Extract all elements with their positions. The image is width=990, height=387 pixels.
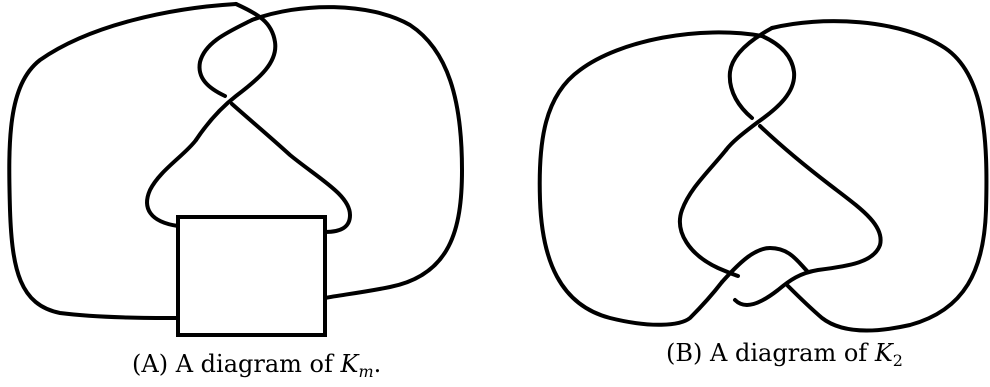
knot-diagram-a xyxy=(7,2,464,337)
knot-a-lower-strand-1 xyxy=(230,102,352,234)
caption-a-subscript: m xyxy=(358,362,374,381)
knot-a-left-arc xyxy=(7,2,238,320)
knot-b-left-arc xyxy=(537,30,764,327)
caption-a-trailing: . xyxy=(373,350,382,378)
knot-a-clasp-strand-1 xyxy=(194,2,278,142)
twist-region-box xyxy=(176,215,327,337)
caption-a-knot-symbol: K xyxy=(340,350,359,378)
knot-b-bottom-arc xyxy=(720,246,810,284)
caption-panel-a: (A) A diagram of Km. xyxy=(132,350,382,381)
knot-a-lower-strand-2 xyxy=(145,138,198,228)
knot-a-right-arc xyxy=(250,5,464,300)
caption-a-text: A diagram of xyxy=(175,350,333,378)
caption-b-subscript: 2 xyxy=(892,351,903,370)
caption-b-label: B xyxy=(675,339,694,367)
knot-b-middle-strand-2 xyxy=(677,148,740,278)
caption-a-label: A xyxy=(141,350,159,378)
knot-b-clasp-strand-1 xyxy=(724,34,797,152)
caption-panel-b: (B) A diagram of K2 xyxy=(666,339,903,370)
knot-diagram-b xyxy=(537,19,989,333)
knot-b-right-arc xyxy=(770,19,989,333)
caption-b-text: A diagram of xyxy=(710,339,868,367)
knot-a-clasp-strand-2 xyxy=(197,18,254,98)
knot-b-clasp-strand-2 xyxy=(727,26,774,120)
knot-b-middle-strand-1 xyxy=(733,124,883,307)
caption-b-knot-symbol: K xyxy=(874,339,893,367)
